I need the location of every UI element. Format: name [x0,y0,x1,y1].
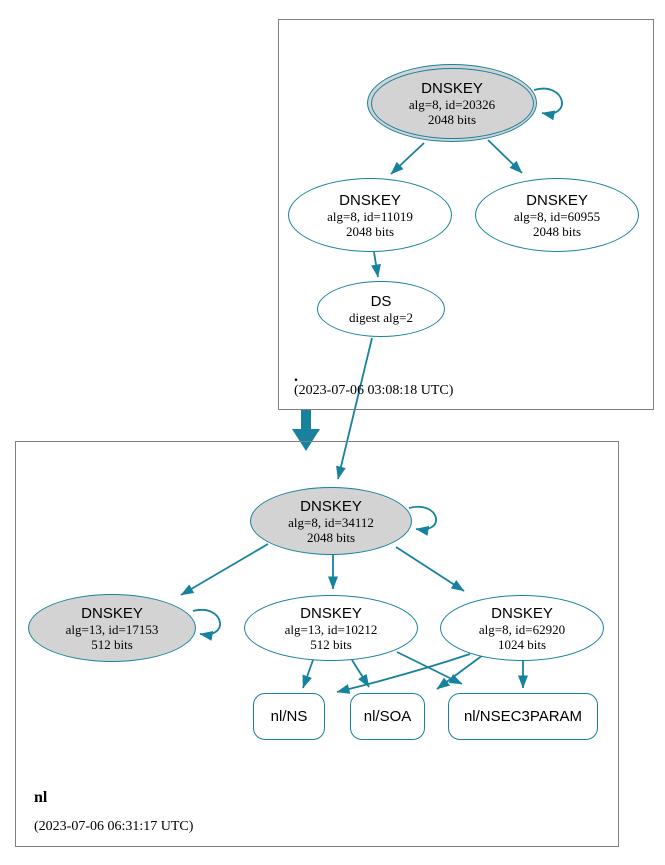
node-bits: 2048 bits [306,529,356,545]
node-title: DNSKEY [491,604,553,622]
edge-dnskey-11019-to-ds [371,251,381,278]
edge-dnskey-62920-to-soa [436,654,484,690]
edge-dnskey-34112-to-62920 [395,546,465,592]
node-ds[interactable]: DS digest alg=2 [317,281,445,337]
node-title: DNSKEY [81,604,143,622]
edge-dnskey-34112-to-17153 [180,543,269,596]
edge-dnskey-20326-to-60955 [487,139,523,174]
node-detail: alg=13, id=10212 [284,621,378,637]
node-bits: 2048 bits [427,111,477,127]
node-dnskey-10212[interactable]: DNSKEY alg=13, id=10212 512 bits [244,595,418,661]
delegation-arrow-root-to-nl [292,409,320,451]
node-rrset-nl-soa[interactable]: nl/SOA [350,693,425,740]
node-detail: alg=8, id=34112 [288,514,374,530]
node-dnskey-34112[interactable]: DNSKEY alg=8, id=34112 2048 bits [250,487,412,555]
node-detail: alg=8, id=11019 [327,208,413,224]
node-title: DNSKEY [300,604,362,622]
node-title: DNSKEY [300,497,362,515]
node-detail: alg=8, id=60955 [513,208,601,224]
rrset-label: nl/SOA [363,708,412,725]
rrset-label: nl/NSEC3PARAM [463,708,583,725]
node-title: DNSKEY [421,79,483,97]
node-detail: digest alg=2 [348,310,414,325]
node-bits: 1024 bits [497,636,547,652]
node-bits: 512 bits [91,636,133,652]
edge-dnskey-10212-to-ns [302,659,314,689]
node-rrset-nl-nsec3param[interactable]: nl/NSEC3PARAM [448,693,598,740]
node-title: DS [370,293,392,310]
node-bits: 2048 bits [532,223,582,239]
node-detail: alg=8, id=20326 [408,96,496,112]
node-dnskey-17153[interactable]: DNSKEY alg=13, id=17153 512 bits [28,594,196,662]
node-dnskey-60955[interactable]: DNSKEY alg=8, id=60955 2048 bits [475,178,639,252]
edge-dnskey-62920-to-ns [336,653,471,694]
node-title: DNSKEY [526,191,588,209]
edge-dnskey-10212-to-nsec3param [396,651,463,685]
rrset-label: nl/NS [270,708,308,725]
node-dnskey-62920[interactable]: DNSKEY alg=8, id=62920 1024 bits [440,595,604,661]
node-detail: alg=13, id=17153 [65,621,159,637]
node-title: DNSKEY [339,191,401,209]
edge-dnskey-20326-to-11019 [390,142,425,175]
node-dnskey-11019[interactable]: DNSKEY alg=8, id=11019 2048 bits [288,178,452,252]
edge-selfloop-dnskey-34112 [408,505,437,536]
node-bits: 2048 bits [345,223,395,239]
node-detail: alg=8, id=62920 [478,621,566,637]
edge-selfloop-dnskey-20326 [533,87,563,121]
edge-selfloop-dnskey-17153 [192,608,221,641]
edge-ds-to-dnskey-34112 [336,337,373,480]
node-rrset-nl-ns[interactable]: nl/NS [253,693,325,740]
edge-dnskey-10212-to-soa [351,659,370,688]
node-dnskey-20326[interactable]: DNSKEY alg=8, id=20326 2048 bits [367,64,537,142]
node-bits: 512 bits [310,636,352,652]
